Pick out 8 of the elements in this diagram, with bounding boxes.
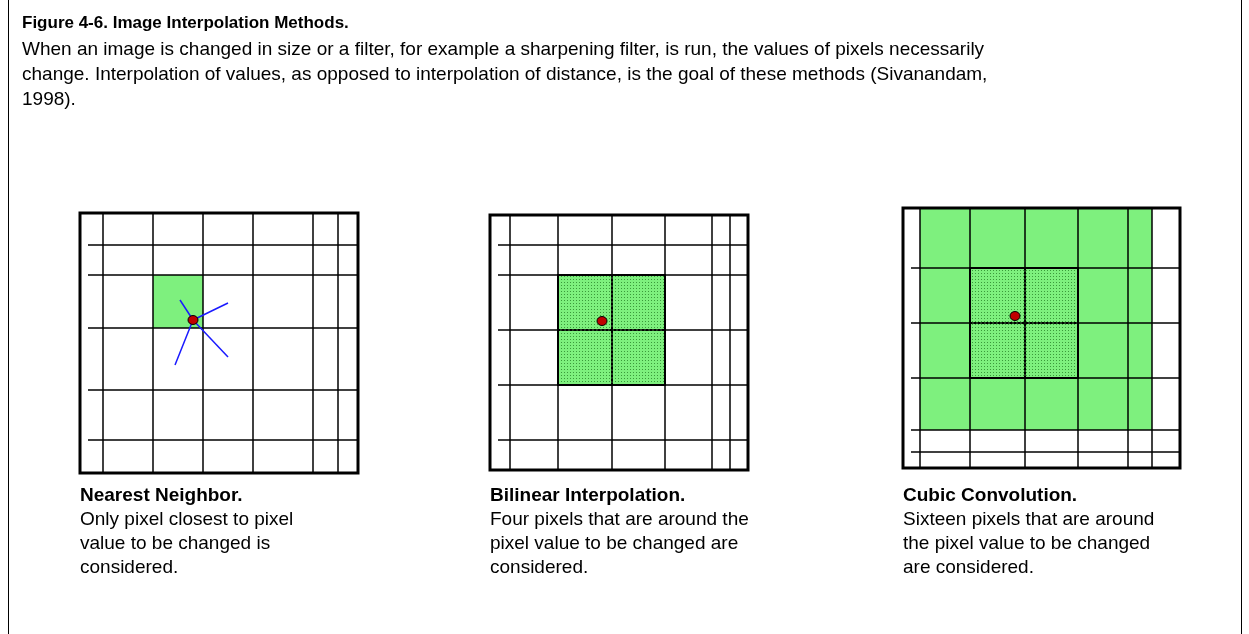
caption-paragraph: When an image is changed in size or a filter, for example a sharpening filter, is run, the values of pixels necessarily change. Interpolation of values, as opposed to interpolation of distance, is the goal of these methods (Sivanandam, 1998). — [22, 37, 989, 111]
method-heading: Cubic Convolution. — [903, 483, 1078, 507]
method-description: Only pixel closest to pixel value to be changed is considered. — [80, 507, 295, 579]
figure-title: Figure 4-6. Image Interpolation Methods. — [22, 13, 349, 33]
method-description: Four pixels that are around the pixel value to be changed are considered. — [490, 507, 750, 579]
method-heading: Bilinear Interpolation. — [490, 483, 686, 507]
method-description: Sixteen pixels that are around the pixel value to be changed are considered. — [903, 507, 1156, 579]
method-heading: Nearest Neighbor. — [80, 483, 243, 507]
